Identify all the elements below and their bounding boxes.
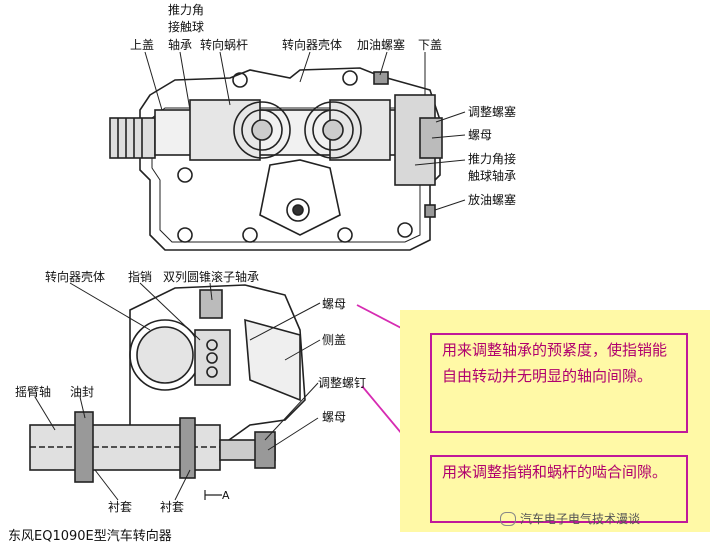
label-thrust-bearing-upper-3: 轴承	[168, 38, 193, 52]
label-nut-bottom-top: 螺母	[322, 297, 347, 311]
label-bushing-left: 衬套	[108, 500, 133, 514]
label-thrust-bearing-upper-1: 推力角	[168, 3, 205, 17]
label-oil-plug: 加油螺塞	[357, 38, 406, 52]
watermark-text: 汽车电子电气技术漫谈	[520, 512, 641, 526]
label-lower-cover: 下盖	[418, 38, 443, 52]
wechat-icon	[500, 511, 516, 526]
label-thrust-bearing-upper-2: 接触球	[168, 20, 205, 34]
figure-caption: 东风EQ1090E型汽车转向器	[8, 529, 172, 544]
label-side-cover: 侧盖	[322, 333, 347, 347]
callout-mesh-clearance: 用来调整指销和蜗杆的啮合间隙。	[430, 455, 688, 523]
label-thrust-bearing-lower-1: 推力角接	[468, 152, 517, 166]
label-bushing-right: 衬套	[160, 500, 185, 514]
label-adjust-screw: 调整螺钉	[318, 376, 367, 390]
label-worm: 转向蜗杆	[200, 38, 249, 52]
label-thrust-bearing-lower-2: 触球轴承	[468, 169, 517, 183]
label-drain-plug: 放油螺塞	[468, 193, 517, 207]
label-adjust-plug: 调整螺塞	[468, 105, 517, 119]
label-pin: 指销	[128, 270, 153, 284]
label-roller-bearing: 双列圆锥滚子轴承	[163, 270, 260, 284]
label-nut-bottom: 螺母	[322, 410, 347, 424]
callout-bearing-preload: 用来调整轴承的预紧度，使指销能自由转动并无明显的轴向间隙。	[430, 333, 688, 433]
label-oil-seal: 油封	[70, 385, 95, 399]
watermark: 汽车电子电气技术漫谈	[500, 510, 640, 527]
label-upper-cover: 上盖	[130, 38, 155, 52]
label-housing-bottom: 转向器壳体	[45, 270, 106, 284]
label-nut-top: 螺母	[468, 128, 493, 142]
label-section-mark: A	[222, 489, 230, 502]
label-rocker-shaft: 摇臂轴	[15, 385, 52, 399]
label-housing-top: 转向器壳体	[282, 38, 343, 52]
